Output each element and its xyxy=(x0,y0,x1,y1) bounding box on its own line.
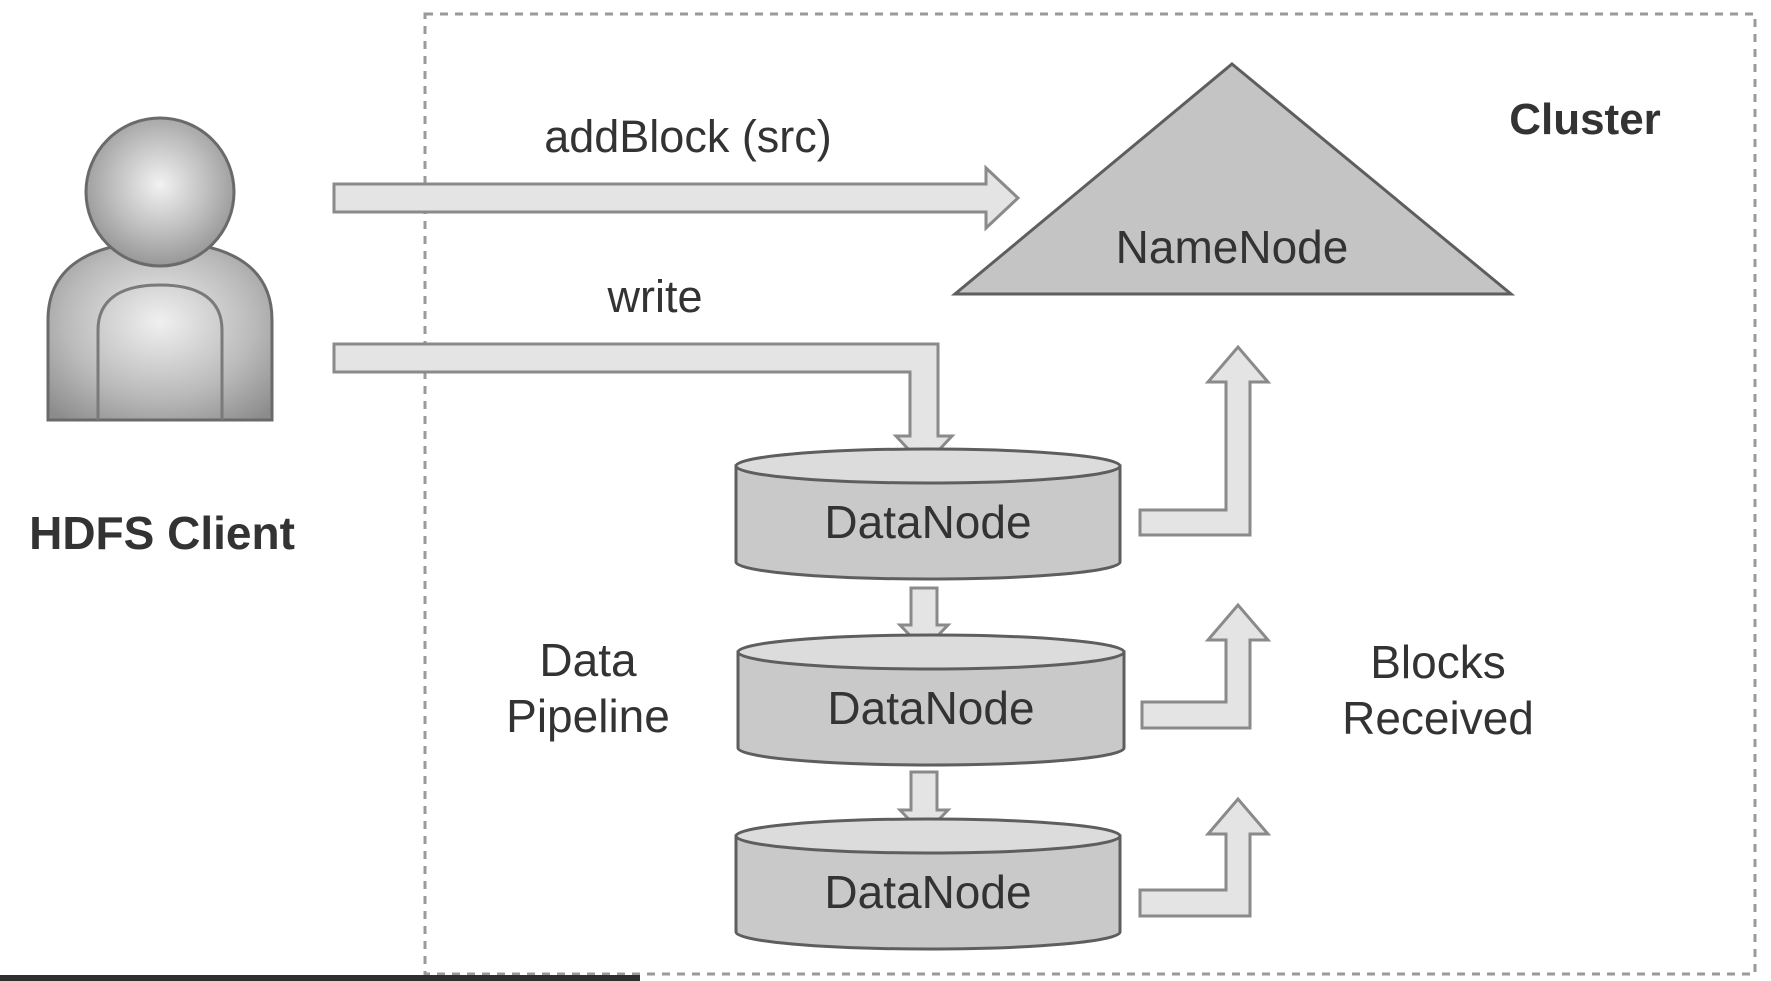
client-label: HDFS Client xyxy=(29,507,295,559)
add-block-arrow xyxy=(332,164,1021,232)
datanode-2 xyxy=(736,633,1126,767)
add-block-label: addBlock (src) xyxy=(544,111,832,162)
namenode-triangle xyxy=(950,62,1516,296)
pipeline-label-line1: Data xyxy=(539,634,637,686)
cluster-label: Cluster xyxy=(1509,95,1661,144)
datanode-1 xyxy=(734,447,1122,581)
datanode-1-label: DataNode xyxy=(824,496,1031,548)
user-icon xyxy=(46,116,274,422)
pipeline-label-line2: Pipeline xyxy=(506,690,670,742)
blocks-received-arrow-3 xyxy=(1138,796,1272,918)
write-label: write xyxy=(606,271,702,322)
blocks-received-label-line1: Blocks xyxy=(1370,636,1505,688)
blocks-received-arrow-2 xyxy=(1140,602,1272,730)
bottom-edge-bar xyxy=(0,975,640,981)
datanode-2-label: DataNode xyxy=(827,682,1034,734)
cluster-boundary xyxy=(423,12,1757,976)
namenode-label: NameNode xyxy=(1116,221,1349,273)
write-arrow xyxy=(332,342,956,469)
datanode-3 xyxy=(734,817,1122,951)
datanode-3-label: DataNode xyxy=(824,866,1031,918)
blocks-received-label-line2: Received xyxy=(1342,692,1534,744)
blocks-received-arrow-1 xyxy=(1138,344,1272,537)
